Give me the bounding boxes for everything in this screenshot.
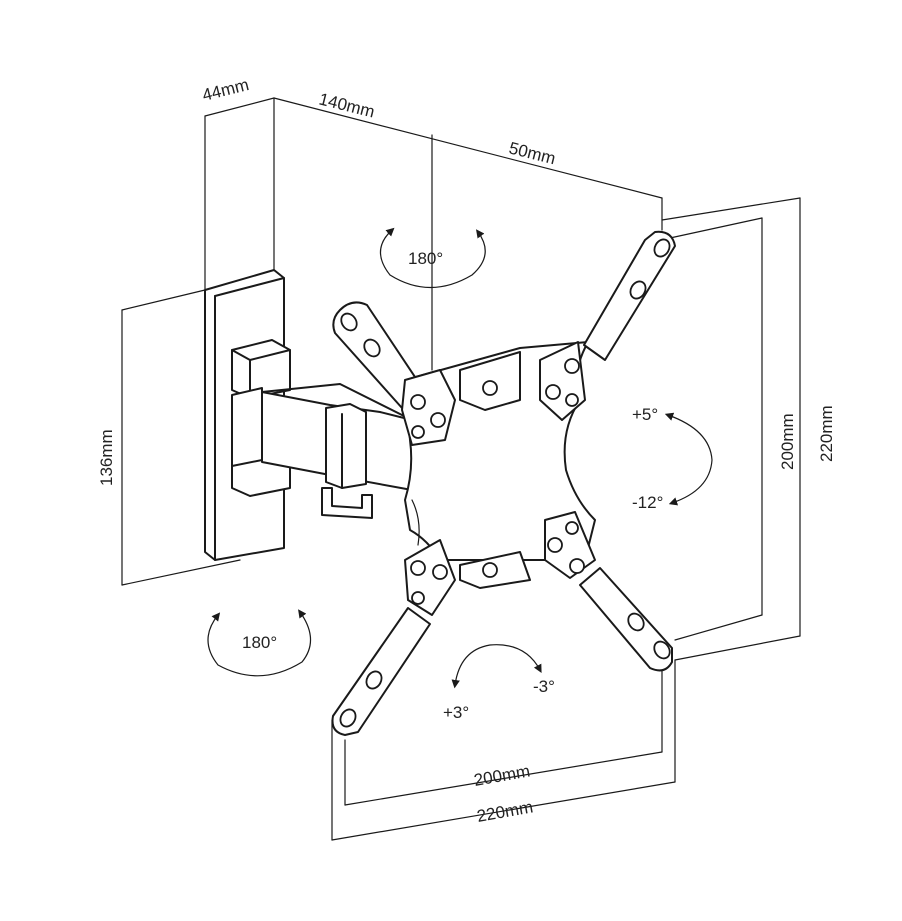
vesa-bracket: [331, 230, 676, 736]
rotation-label-tilt-down: -12°: [632, 493, 663, 512]
dim-label-bracket-offset: 50mm: [507, 138, 557, 168]
rotation-label-level-plus: +3°: [443, 703, 469, 722]
rotation-bottom-swivel: 180°: [207, 609, 312, 677]
curved-arrow-icon: [207, 609, 312, 677]
dim-label-vesa-horizontal-outer: 220mm: [475, 797, 534, 826]
rotation-label-level-minus: -3°: [533, 677, 555, 696]
rotation-level: +3° -3°: [443, 644, 555, 722]
curved-arrow-icon: [451, 644, 542, 689]
dimension-lines: [121, 97, 801, 841]
rotation-top-swivel: 180°: [379, 227, 486, 289]
dim-label-plate-depth: 44mm: [200, 75, 250, 105]
rotation-label-tilt-up: +5°: [632, 405, 658, 424]
dim-label-wall-plate-height: 136mm: [97, 429, 116, 486]
dim-label-vesa-vertical-outer: 220mm: [817, 405, 836, 462]
rotation-tilt: +5° -12°: [632, 405, 713, 512]
dim-label-vesa-horizontal-inner: 200mm: [472, 761, 531, 790]
curved-arrow-icon: [664, 412, 713, 506]
rotation-label-top-swivel: 180°: [408, 249, 443, 268]
rotation-label-bottom-swivel: 180°: [242, 633, 277, 652]
curved-arrow-icon: [379, 227, 486, 289]
swing-arm: [231, 339, 413, 519]
dim-label-vesa-vertical-inner: 200mm: [778, 413, 797, 470]
